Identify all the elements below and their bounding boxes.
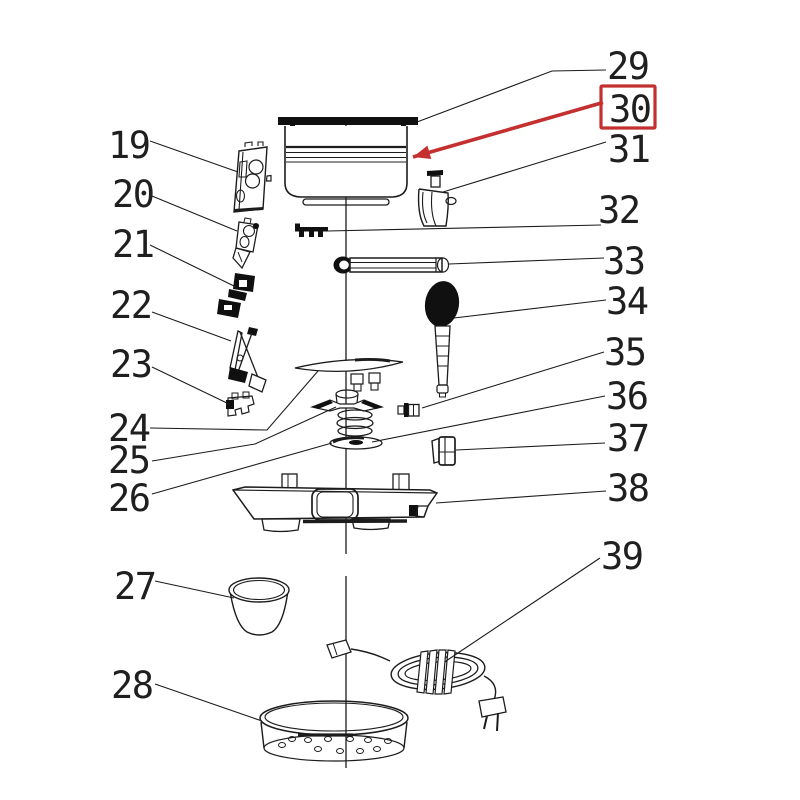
label-21: 21 [112, 223, 154, 266]
part-39-power-cord [326, 639, 507, 732]
part-24-vent-plate [294, 357, 404, 392]
part-31-hinge-lever [417, 170, 457, 227]
label-29: 29 [607, 45, 649, 88]
label-39: 39 [601, 535, 643, 578]
part-37-connector-block [431, 436, 456, 466]
part-number-labels: 19 20 21 22 23 24 25 26 27 28 29 30 31 3… [108, 45, 652, 707]
label-33: 33 [603, 240, 645, 283]
leader-39 [445, 557, 601, 662]
part-32-bracket [295, 223, 328, 237]
part-21-lever-assembly [217, 273, 255, 318]
label-36: 36 [606, 375, 648, 418]
highlight-part-30 [412, 84, 657, 160]
leader-26 [151, 442, 333, 495]
leader-20 [151, 195, 238, 232]
label-35: 35 [604, 331, 646, 374]
leader-22 [151, 311, 232, 342]
part-27-measuring-cup [228, 577, 290, 636]
leader-19 [149, 140, 239, 173]
highlight-arrow [412, 100, 604, 160]
label-31: 31 [608, 128, 650, 171]
label-30: 30 [609, 88, 651, 131]
label-25: 25 [108, 439, 150, 482]
part-20-sensor-mount [232, 217, 259, 270]
leader-38 [435, 490, 607, 504]
label-22: 22 [110, 284, 152, 327]
label-27: 27 [114, 565, 156, 608]
leader-27 [154, 580, 235, 599]
label-32: 32 [598, 189, 640, 232]
leader-24 [149, 370, 319, 431]
leader-29 [416, 69, 607, 123]
part-25-valve-core [309, 389, 385, 437]
label-38: 38 [607, 467, 649, 510]
leader-32 [326, 224, 602, 232]
label-28: 28 [111, 664, 153, 707]
part-35-switch-pin [397, 403, 420, 417]
leader-21 [149, 244, 237, 288]
part-29-30-inner-pot [278, 117, 418, 206]
label-34: 34 [606, 280, 648, 323]
leader-28 [154, 683, 263, 722]
leader-37 [455, 442, 606, 451]
highlight-box [599, 84, 657, 130]
label-20: 20 [112, 173, 154, 216]
leader-lines [149, 69, 607, 722]
part-23-micro-bracket [226, 391, 255, 417]
leader-34 [453, 299, 607, 319]
leader-36 [371, 395, 606, 443]
part-34-serving-spoon [424, 281, 460, 398]
leader-23 [151, 366, 230, 405]
part-38-base-housing [231, 473, 439, 533]
leader-25 [151, 406, 337, 462]
label-19: 19 [108, 124, 150, 167]
part-19-control-panel [233, 141, 272, 213]
label-26: 26 [108, 477, 150, 520]
label-24: 24 [108, 407, 150, 450]
label-37: 37 [607, 417, 649, 460]
part-22-support-frame [228, 327, 267, 393]
leader-33 [448, 257, 605, 265]
label-23: 23 [110, 343, 152, 386]
part-33-handle-bar [333, 256, 450, 274]
leader-31 [442, 141, 607, 193]
leader-35 [421, 351, 605, 409]
part-28-steam-tray [259, 700, 409, 762]
part-26-seal-washer [329, 436, 383, 450]
